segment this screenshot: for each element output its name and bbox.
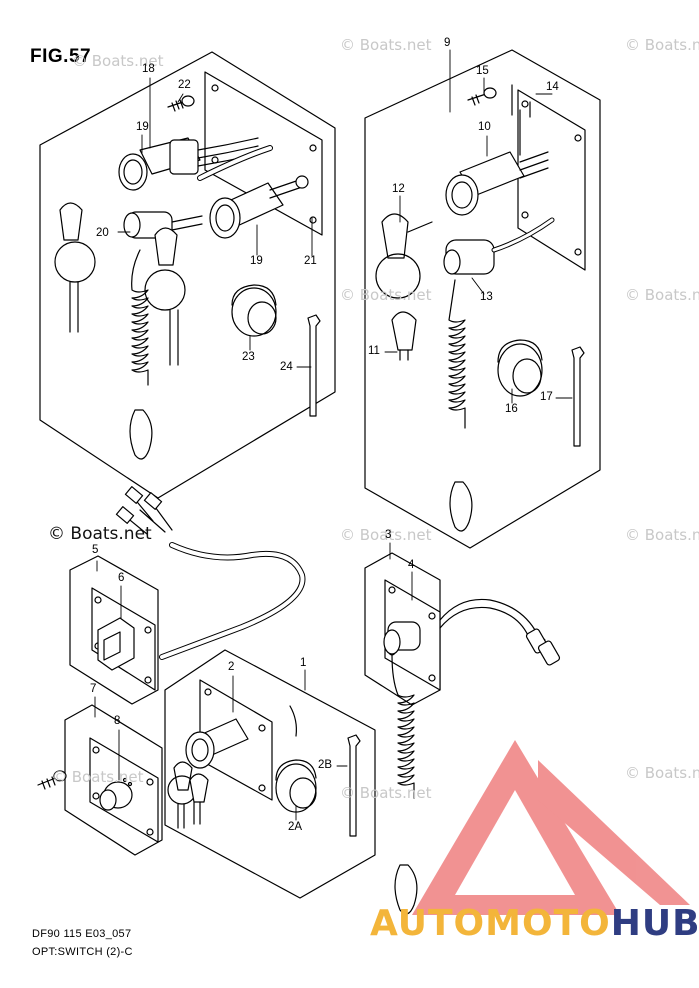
kit-box-18 [39, 51, 336, 499]
key-switch-2 [185, 705, 297, 769]
stop-switch-13 [443, 217, 555, 275]
coil-lanyard-3 [391, 654, 418, 915]
callout-2a: 2A [288, 821, 303, 833]
stop-switch-4 [383, 598, 561, 666]
keys-2 [167, 761, 209, 829]
callout-8: 8 [114, 715, 121, 727]
figure-caption: OPT:SWITCH (2)-C [32, 946, 133, 958]
figure-code: DF90 115 E03_057 [32, 928, 132, 940]
cap-16 [497, 339, 543, 397]
callout-13: 13 [480, 291, 493, 303]
callout-17: 17 [540, 391, 553, 403]
mounting-plate-21 [204, 71, 323, 236]
callout-21: 21 [304, 255, 317, 267]
key-12 [375, 213, 433, 361]
switch-box-7 [64, 704, 163, 856]
key-switch-19-lower [209, 175, 309, 239]
kit-box-1 [164, 649, 376, 899]
watermark-text: © Boats.net [52, 768, 144, 786]
screw-22 [167, 95, 195, 112]
cable-band-2b [347, 734, 361, 837]
callout-23: 23 [242, 351, 255, 363]
cap-2a [275, 759, 317, 813]
callout-2: 2 [228, 661, 235, 673]
mounting-plate-14 [517, 89, 586, 271]
coil-lanyard-9 [448, 279, 473, 532]
watermark-text: © Boats.net [340, 286, 432, 304]
callout-9: 9 [444, 37, 451, 49]
watermark-main: © Boats.net [48, 524, 152, 544]
callout-19: 19 [136, 121, 149, 133]
callout-10: 10 [478, 121, 491, 133]
callout-5: 5 [92, 544, 99, 556]
callout-7: 7 [90, 683, 97, 695]
screw-15 [467, 87, 497, 106]
watermark-text: © Boats.net [340, 784, 432, 802]
ignition-keys-18 [54, 202, 186, 366]
callout-12: 12 [392, 183, 405, 195]
screw-7 [37, 770, 67, 790]
callout-6: 6 [118, 572, 125, 584]
callout-15: 15 [476, 65, 489, 77]
callout-16: 16 [505, 403, 518, 415]
watermark-text: © Boats.net [625, 526, 699, 544]
brand-logo-text: AUTOMOTOHUB [370, 903, 699, 944]
callout-19: 19 [250, 255, 263, 267]
key-switch-19-upper [118, 137, 273, 191]
brand-part-2: HUB [610, 903, 699, 944]
callout-24: 24 [280, 361, 293, 373]
rocker-switch-6 [97, 617, 135, 671]
callout-3: 3 [385, 529, 392, 541]
brand-part-1: AUTOMOTO [370, 903, 611, 944]
leader-lines [94, 49, 573, 821]
switch-box-5 [69, 555, 159, 705]
watermark-text: © Boats.net [625, 764, 699, 782]
callout-2b: 2B [318, 759, 333, 771]
watermark-text: © Boats.net [340, 526, 432, 544]
brand-logo-triangle [412, 740, 690, 915]
coil-lanyard-18 [129, 249, 153, 460]
callout-18: 18 [142, 63, 155, 75]
watermark-text: © Boats.net [72, 52, 164, 70]
callout-14: 14 [546, 81, 559, 93]
cable-band-17 [571, 346, 585, 447]
figure-title: FIG.57 [30, 46, 92, 67]
cap-23 [231, 284, 277, 337]
knob-switch-8 [99, 777, 133, 811]
watermark-text: © Boats.net [625, 286, 699, 304]
key-switch-10 [445, 151, 549, 216]
callout-4: 4 [408, 559, 415, 571]
watermark-text: © Boats.net [340, 36, 432, 54]
kit-box-9 [364, 49, 601, 549]
callout-22: 22 [178, 79, 191, 91]
cable-band-24 [307, 314, 321, 417]
callout-1: 1 [300, 657, 307, 669]
watermark-text: © Boats.net [625, 36, 699, 54]
callout-11: 11 [368, 345, 380, 357]
callout-20: 20 [96, 227, 109, 239]
harness-5 [115, 486, 306, 660]
